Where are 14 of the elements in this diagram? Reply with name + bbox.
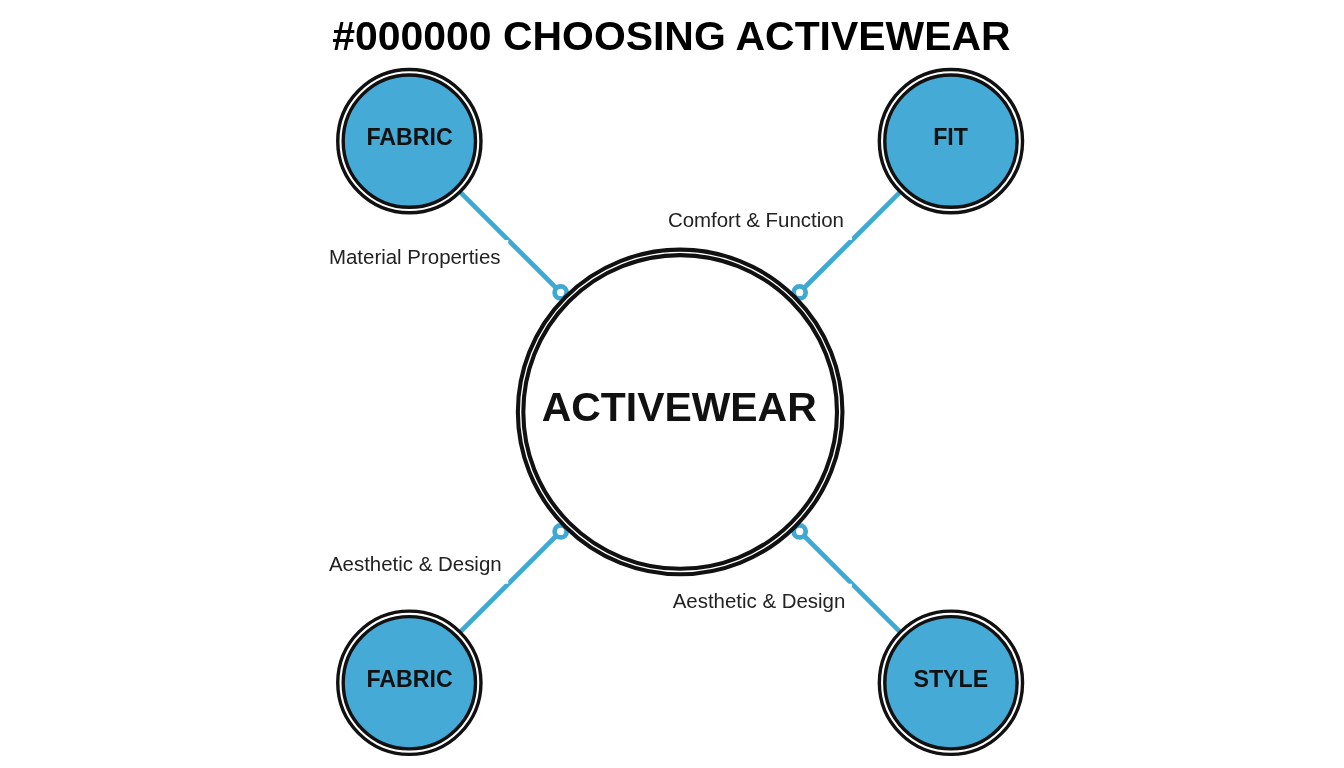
node-circle: FABRIC [336,67,483,215]
connector [458,523,570,634]
edge-label: Aesthetic & Design [328,551,502,575]
connector [458,190,570,301]
edge-label: Material Properties [328,244,501,268]
edge-label: Comfort & Function [667,208,844,232]
node-circle: ACTIVEWEAR [515,247,845,577]
connector [791,523,902,634]
connector [791,190,902,301]
diagram-title: #000000 CHOOSING ACTIVEWEAR [332,13,1011,60]
node-circle: FABRIC [336,609,483,757]
node-circle: FIT [877,67,1025,215]
node-circle: STYLE [877,609,1025,757]
edge-label: Aesthetic & Design [672,588,846,612]
